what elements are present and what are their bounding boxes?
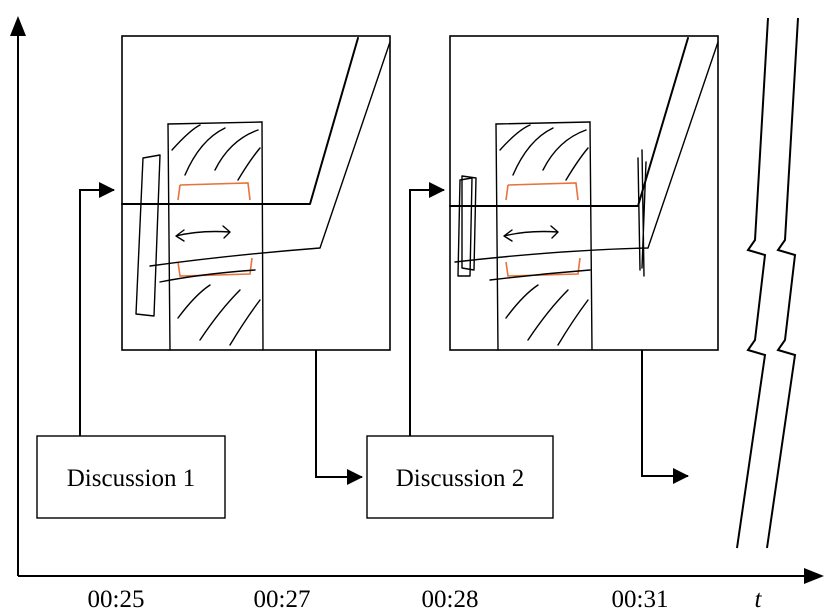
discussion-label-2: Discussion 2 [396,465,524,492]
discussion-box-2: Discussion 2 [366,435,554,519]
time-axis-variable: t [755,586,763,611]
connector-d1-to-frame1 [79,182,115,436]
time-tick-3: 00:28 [422,586,479,611]
time-tick-1: 00:25 [88,586,145,611]
y-axis [10,16,26,576]
connector-d2-to-frame2 [409,182,445,436]
time-tick-2: 00:27 [254,586,311,611]
discussion-label-1: Discussion 1 [67,465,195,492]
sketch-frame-1 [121,35,391,351]
time-tick-4: 00:31 [612,586,669,611]
connector-frame1-to-d2 [315,350,363,485]
sketch-frame-2 [449,35,719,351]
x-axis [18,568,824,584]
discussion-box-1: Discussion 1 [36,435,226,519]
axis-break-marker [736,17,799,549]
connector-frame2-out [641,350,689,484]
